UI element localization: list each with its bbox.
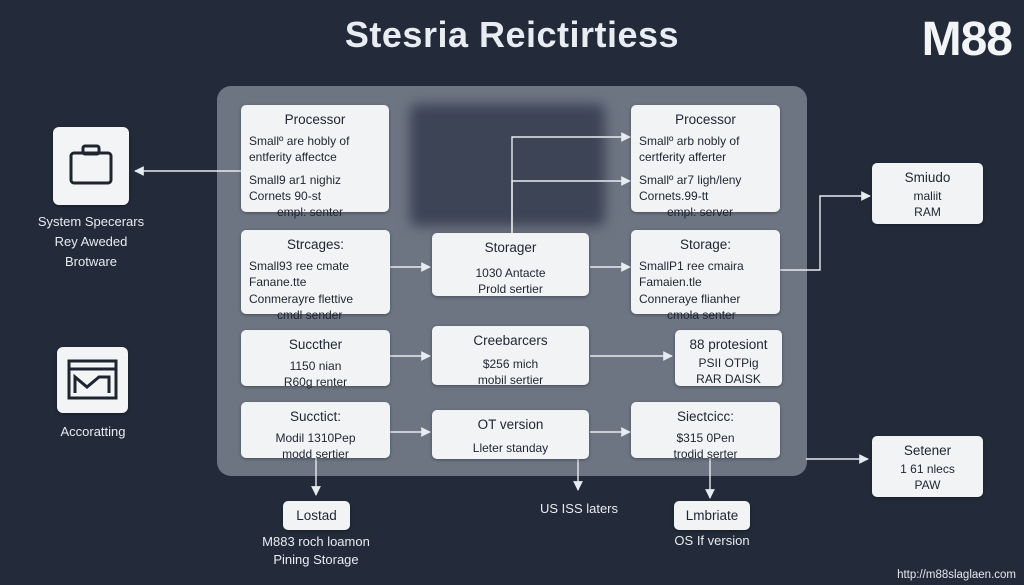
box-line: Cornets 90-st (249, 188, 322, 203)
caption-line: Pining Storage (273, 552, 359, 567)
box-title: Succtict: (289, 409, 341, 424)
box-line: Modil 1310Pep (275, 431, 356, 446)
box-line: Conneraye flianher (639, 291, 741, 306)
box-title: Lmbriate (685, 508, 739, 523)
arrow-stor-right-to-ram (780, 191, 871, 271)
system-label-line: Brotware (64, 254, 118, 269)
us-iss-caption: US ISS laters (520, 499, 638, 519)
box-title: Smiudo (904, 170, 951, 185)
box-title: Siectcicc: (676, 409, 734, 424)
box-line: trodid serter (673, 447, 738, 462)
succther-box: Succther 1150 nian R60g renter (241, 330, 390, 389)
brand-logo: M88 (921, 13, 1013, 66)
box-line: cmdl sender (277, 307, 343, 322)
processor-left-box: Processor Smallº are hobly of entferity … (241, 105, 389, 219)
box-line: entferity affectce (249, 150, 337, 165)
box-line: $256 mich (482, 357, 539, 372)
box-line: Famaien.tle (639, 275, 702, 290)
system-icon-box (53, 127, 129, 205)
box-line: Prold sertier (478, 282, 543, 297)
creebarcers-box: Creebarcers $256 mich mobil sertier (432, 326, 589, 388)
box-line: cmola senter (667, 307, 736, 322)
briefcase-icon (69, 144, 113, 185)
box-line: 1 61 nlecs (900, 462, 955, 477)
box-line: Conmerayre flettive (249, 291, 354, 306)
window-chart-icon (67, 359, 118, 400)
system-label-line: Rey Aweded (54, 234, 128, 249)
ot-version-box: OT version Lleter standay (432, 410, 589, 459)
box-line: maliit (913, 189, 942, 204)
lostad-caption: M883 roch loamon Pining Storage (236, 533, 396, 569)
box-line: R60g renter (283, 375, 348, 390)
smiudo-box: Smiudo maliit RAM (872, 163, 983, 224)
diagram-title: Stesria Reictirtiess (344, 14, 680, 55)
lmbriate-caption: OS If version (650, 531, 774, 551)
lmbriate-box: Lmbriate (674, 501, 750, 530)
box-line: $315 0Pen (676, 431, 735, 446)
setener-box: Setener 1 61 nlecs PAW (872, 436, 983, 497)
box-title: OT version (477, 417, 544, 432)
box-line: 1030 Antacte (475, 266, 546, 281)
box-line: empl: server (667, 204, 734, 219)
lostad-box: Lostad (283, 501, 350, 530)
arrow-storager-to-proc-right-2 (511, 176, 631, 233)
box-title: Processor (284, 112, 346, 127)
box-title: Lostad (296, 508, 337, 523)
box-line: certferity afferter (639, 150, 727, 165)
accounting-label-line: Accoratting (60, 424, 126, 439)
box-title: Setener (903, 443, 952, 458)
protesiont-box: 88 protesiont PSII OTPig RAR DAISK (675, 330, 782, 386)
storage-right-box: Storage: SmallP1 ree cmaira Famaien.tle … (631, 230, 780, 322)
storager-mid-box: Storager 1030 Antacte Prold sertier (432, 233, 589, 296)
box-title: 88 protesiont (689, 337, 768, 352)
arrow-storager-to-proc-right (511, 132, 631, 233)
succtict-box: Succtict: Modil 1310Pep modd sertier (241, 402, 390, 461)
box-title: Processor (675, 112, 736, 127)
box-line: Smallº are hobly of (249, 134, 350, 149)
box-line: Small93 ree cmate (249, 259, 350, 274)
box-line: RAM (914, 205, 941, 220)
caption-line: US ISS laters (539, 501, 619, 516)
box-line: 1150 nian (289, 359, 342, 374)
box-line: modd sertier (282, 447, 349, 462)
box-title: Creebarcers (473, 333, 548, 348)
box-line: Smallº arb nobly of (639, 134, 740, 149)
website-url: http://m88slaglaen.com (897, 569, 1016, 581)
box-line: mobil sertier (477, 373, 544, 388)
box-line: empl: senter (277, 204, 344, 219)
box-title: Succther (288, 337, 343, 352)
box-title: Storager (484, 240, 537, 255)
blurred-region (410, 104, 605, 226)
storages-left-box: Strcages: Small93 ree cmate Fanane.tte C… (241, 230, 390, 322)
box-line: Fanane.tte (249, 275, 307, 290)
box-title: Storage: (679, 237, 732, 252)
box-line: Lleter standay (472, 441, 549, 456)
box-line: PSII OTPig (698, 356, 759, 371)
box-line: RAR DAISK (696, 372, 761, 387)
processor-right-box: Processor Smallº arb nobly of certferity… (631, 105, 780, 219)
caption-line: OS If version (674, 533, 750, 548)
box-line: Smallº ar7 ligh/leny (639, 172, 742, 187)
box-title: Strcages: (286, 237, 345, 252)
system-label: System Specerars Rey Aweded Brotware (20, 212, 162, 272)
caption-line: M883 roch loamon (262, 534, 370, 549)
box-line: PAW (914, 478, 941, 493)
accounting-icon-box (57, 347, 128, 413)
accounting-label: Accoratting (20, 422, 166, 442)
siectcicc-box: Siectcicc: $315 0Pen trodid serter (631, 402, 780, 461)
box-line: SmallP1 ree cmaira (639, 259, 744, 274)
box-line: Cornets.99-tt (639, 188, 709, 203)
box-line: Small9 ar1 nighiz (249, 172, 342, 187)
system-label-line: System Specerars (37, 214, 145, 229)
